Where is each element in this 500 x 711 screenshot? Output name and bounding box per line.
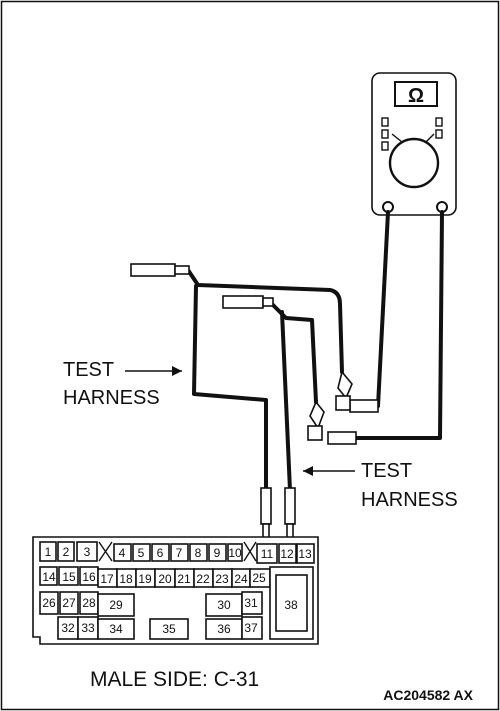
pin-38: 38 [284,598,298,612]
pin-5: 5 [138,546,145,560]
harness-wire-to-clip2 [268,300,318,404]
pin-21: 21 [177,572,191,586]
pin-13: 13 [298,547,312,561]
pin-6: 6 [157,546,164,560]
ohm-symbol: Ω [408,85,424,107]
probe-clip-1 [335,370,379,413]
pin-26: 26 [42,596,56,610]
pin-blank-marker [98,541,113,562]
probe-clip-2 [307,400,357,445]
connector-c31: 1 2 3 4 5 6 7 8 9 10 11 12 13 14 15 16 1… [32,536,319,645]
pin-37: 37 [244,621,258,635]
meter-display [394,81,438,107]
pin-17: 17 [100,572,114,586]
pin-14: 14 [42,570,56,584]
pin-3: 3 [84,545,91,559]
rotary-dial [388,137,440,189]
pin-20: 20 [158,572,172,586]
pin-7: 7 [176,546,183,560]
pin-11: 11 [261,547,274,561]
pin-9: 9 [214,546,221,560]
pin-34: 34 [109,622,123,636]
pin-33: 33 [81,621,95,635]
pin-32: 32 [61,621,75,635]
harness-wire-left [192,284,268,492]
pin-27: 27 [62,596,76,610]
test-harness-label-right-line2: HARNESS [361,489,458,511]
test-harness-label-right-line1: TEST [361,460,412,482]
meter-lead-1 [376,210,390,408]
test-harness-label-left-line1: TEST [63,359,114,381]
pin-29: 29 [109,598,123,612]
pin-35: 35 [162,622,176,636]
pin-28: 28 [82,596,96,610]
pin-1: 1 [45,545,52,559]
male-side-caption: MALE SIDE: C-31 [90,668,259,691]
arrow-right-harness [303,466,313,476]
harness-wire-right [280,310,292,492]
pin-4: 4 [119,546,126,560]
pin-18: 18 [119,572,133,586]
harness-wire-top-to-clip1 [186,268,344,374]
pin-19: 19 [138,572,152,586]
pin-23: 23 [215,572,229,586]
pin-8: 8 [195,546,202,560]
pin-2: 2 [63,545,70,559]
ohmmeter: Ω [371,72,457,216]
pin-15: 15 [62,570,76,584]
meter-lead-2 [354,210,444,440]
pin-22: 22 [196,572,210,586]
pin-16: 16 [82,570,96,584]
harness-plug-lower [222,295,274,309]
pin-25: 25 [252,571,266,585]
pin-12: 12 [280,547,294,561]
harness-plug-upper [130,263,190,277]
pin-30: 30 [217,598,231,612]
pin-24: 24 [234,572,248,586]
figure-code: AC204582 AX [383,687,473,703]
pin-31: 31 [244,596,258,610]
arrow-left-harness [172,366,182,376]
pin-36: 36 [217,622,231,636]
test-harness-label-left-line2: HARNESS [63,387,160,409]
pin-10: 10 [228,546,242,560]
